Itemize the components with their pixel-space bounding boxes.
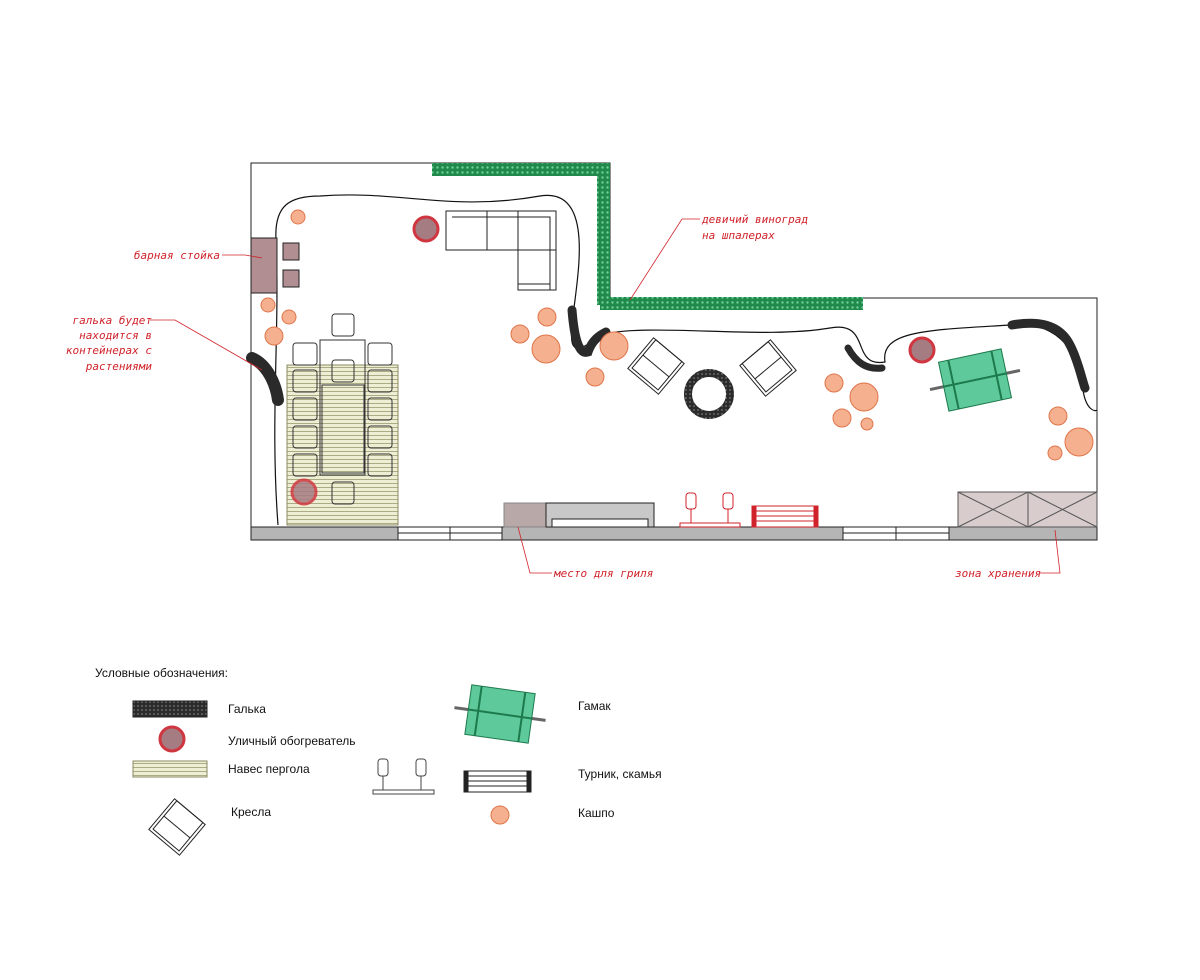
label-bar-counter: барная стойка [134,249,220,262]
outdoor-heaters [290,215,936,506]
heater [290,478,318,506]
legend-heater-swatch [158,725,186,753]
bottom-wall [250,526,1098,541]
label-vine: на шпалерах [702,229,775,242]
legend-planter-swatch [490,805,510,825]
legend-planter: Кашпо [578,806,615,820]
bar-counter [250,237,278,294]
legend-hammock: Гамак [578,699,611,713]
heater [908,336,936,364]
pebble-areas [246,305,1090,406]
legend-bar-bench: Турник, скамья [578,767,662,781]
pull-up-bar [679,492,741,528]
legend-pullup-swatch [372,758,435,795]
legend-heater: Уличный обогреватель [228,734,356,748]
label-pebbles-note: растениями [85,360,153,373]
heater [412,215,440,243]
dining-set [292,313,393,505]
legend-armchairs: Кресла [231,805,271,819]
corner-sofa [445,210,557,291]
bar-stool [282,242,300,261]
bench [751,505,819,528]
legend-pebbles-swatch [132,700,208,718]
label-pebbles-note: галька будет [73,314,153,327]
fire-pit [684,369,734,419]
leader-lines [150,218,1061,574]
planters [260,209,1094,461]
legend-pergola-swatch [132,760,208,778]
legend-pergola: Навес пергола [228,762,310,776]
hammock [929,348,1021,412]
legend-armchair-swatch [148,798,206,856]
label-pebbles-note: находится в [79,329,152,342]
armchair [739,339,797,397]
vine-trellis-hedge [432,163,863,310]
bar-stool [282,269,300,288]
legend: Условные обозначения: Галька Уличный обо… [95,666,662,856]
label-grill-place: место для гриля [553,567,653,580]
label-storage-zone: зона хранения [955,567,1041,580]
label-pebbles-note: контейнерах с [66,344,152,357]
legend-title: Условные обозначения: [95,666,228,680]
storage-zone [957,491,1098,528]
legend-bench-swatch [463,770,532,793]
grill-area [503,502,655,528]
label-vine: девичий виноград [701,213,808,226]
legend-pebbles: Галька [228,702,266,716]
armchair [627,337,685,395]
legend-hammock-swatch [454,684,546,744]
